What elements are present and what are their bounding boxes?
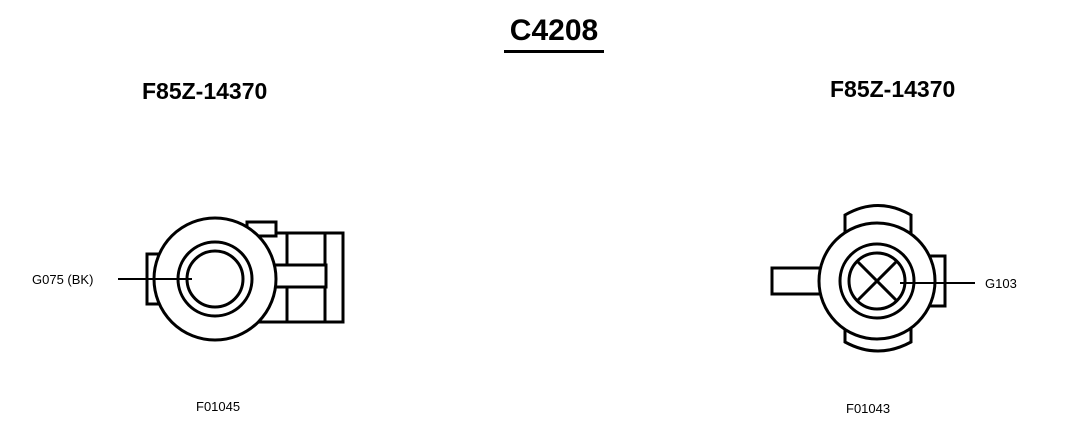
left-latch-arm: [268, 263, 328, 289]
right-pin-label: G103: [985, 276, 1017, 291]
right-terminal-x-2: [855, 259, 899, 303]
left-part-number: F85Z-14370: [142, 78, 268, 104]
connector-title: C4208: [504, 14, 604, 53]
right-connector-drawing: [770, 204, 975, 353]
left-figure-id: F01045: [196, 399, 241, 414]
left-connector-drawing: [118, 216, 345, 342]
right-figure-id: F01043: [846, 401, 891, 416]
left-pin-label: G075 (BK): [32, 272, 94, 287]
left-inner-terminal: [185, 249, 245, 309]
right-part-number: F85Z-14370: [830, 76, 956, 102]
